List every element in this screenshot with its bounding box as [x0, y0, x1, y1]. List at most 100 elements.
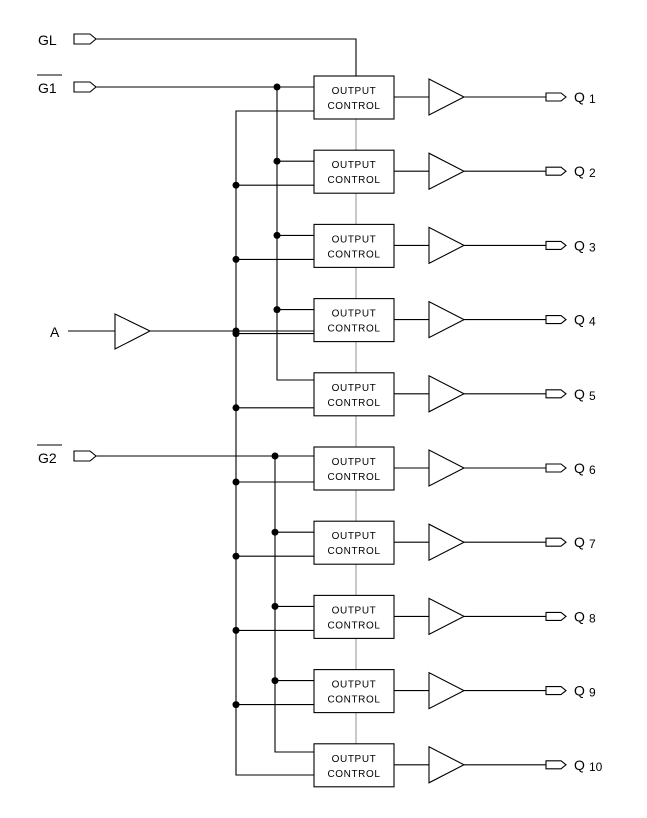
output-pin-4	[545, 315, 567, 325]
output-label-1: Q	[574, 89, 585, 105]
g2-pin	[73, 450, 97, 462]
output-index-2: 2	[589, 166, 596, 180]
output-control-box-6	[313, 446, 395, 491]
gl-label: GL	[38, 32, 57, 48]
g1-pin	[73, 81, 97, 93]
data-junction-3	[232, 255, 240, 263]
output-control-label-6: OUTPUT	[332, 457, 377, 468]
output-control-box-9	[313, 669, 395, 714]
output-control-label-1-line2: CONTROL	[327, 101, 380, 112]
output-label-3: Q	[574, 237, 585, 253]
enable-junction-8	[271, 602, 279, 610]
output-control-label-7-line2: CONTROL	[327, 546, 380, 557]
data-junction-4	[232, 330, 240, 338]
output-control-box-2	[313, 149, 395, 194]
output-index-8: 8	[589, 611, 596, 625]
output-label-2: Q	[574, 163, 585, 179]
output-control-box-5	[313, 372, 395, 417]
output-buffer-1	[428, 78, 466, 116]
g2-junction	[271, 452, 279, 460]
output-control-label-3-line2: CONTROL	[327, 249, 380, 260]
g1-bus	[276, 87, 314, 381]
output-index-6: 6	[589, 463, 596, 477]
output-control-box-10	[313, 743, 395, 788]
output-label-4: Q	[574, 312, 585, 328]
output-buffer-6	[428, 449, 466, 487]
output-buffer-5	[428, 374, 466, 413]
output-control-label-2: OUTPUT	[332, 160, 377, 171]
data-junction-5	[232, 404, 240, 412]
output-index-5: 5	[589, 389, 596, 403]
enable-junction-3	[273, 231, 281, 239]
output-control-label-4: OUTPUT	[332, 309, 377, 320]
output-pin-2	[545, 166, 567, 176]
output-control-label-7: OUTPUT	[332, 531, 377, 542]
output-buffer-4	[428, 300, 466, 339]
output-pin-8	[545, 611, 567, 621]
output-buffer-7	[428, 523, 466, 562]
output-control-label-10: OUTPUT	[332, 754, 377, 765]
output-control-box-7	[313, 520, 395, 565]
output-control-box-3	[313, 223, 395, 268]
input-buffer	[114, 313, 152, 350]
output-index-10: 10	[589, 760, 603, 774]
output-control-label-8: OUTPUT	[332, 605, 377, 616]
enable-junction-7	[271, 528, 279, 536]
output-buffer-8	[428, 597, 466, 636]
output-label-6: Q	[574, 460, 585, 476]
g1-junction	[273, 83, 281, 91]
enable-junction-2	[273, 157, 281, 165]
output-pin-6	[545, 463, 567, 473]
output-control-label-8-line2: CONTROL	[327, 620, 380, 631]
g2-label: G2	[38, 450, 57, 466]
enable-junction-4	[273, 306, 281, 314]
output-control-label-3: OUTPUT	[332, 234, 377, 245]
output-control-label-4-line2: CONTROL	[327, 324, 380, 335]
gl-pin	[73, 33, 97, 45]
output-control-label-5: OUTPUT	[332, 383, 377, 394]
output-control-box-1	[313, 75, 395, 120]
output-index-4: 4	[589, 315, 596, 329]
output-index-7: 7	[589, 537, 596, 551]
output-pin-3	[545, 240, 567, 250]
output-label-9: Q	[574, 683, 585, 699]
output-control-label-2-line2: CONTROL	[327, 175, 380, 186]
output-label-7: Q	[574, 534, 585, 550]
output-pin-1	[545, 92, 567, 102]
output-pin-7	[545, 537, 567, 547]
output-index-1: 1	[589, 92, 596, 106]
output-pin-5	[545, 389, 567, 399]
g1-label: G1	[38, 80, 57, 96]
static-inputs: GL G1 G2 A	[37, 32, 357, 776]
output-control-label-6-line2: CONTROL	[327, 472, 380, 483]
data-junction-6	[232, 478, 240, 486]
output-label-5: Q	[574, 386, 585, 402]
g2-bus	[274, 456, 314, 753]
output-buffer-9	[428, 671, 466, 710]
data-junction-8	[232, 626, 240, 634]
output-buffer-3	[428, 226, 466, 265]
output-control-label-9: OUTPUT	[332, 680, 377, 691]
output-control-box-4	[313, 298, 395, 343]
output-index-9: 9	[589, 686, 596, 700]
output-buffer-2	[428, 152, 466, 191]
output-label-8: Q	[574, 608, 585, 624]
output-control-label-10-line2: CONTROL	[327, 769, 380, 780]
output-index-3: 3	[589, 240, 596, 254]
output-control-box-8	[313, 594, 395, 639]
a-bus	[235, 110, 314, 776]
data-junction-2	[232, 181, 240, 189]
enable-junction-9	[271, 677, 279, 685]
gl-wire	[96, 38, 357, 76]
data-junction-7	[232, 552, 240, 560]
output-control-label-5-line2: CONTROL	[327, 398, 380, 409]
a-label: A	[50, 324, 60, 340]
output-pin-9	[545, 686, 567, 696]
output-pin-10	[545, 760, 567, 770]
data-junction-9	[232, 701, 240, 709]
output-control-label-1: OUTPUT	[332, 86, 377, 97]
output-buffer-10	[428, 745, 466, 784]
output-control-label-9-line2: CONTROL	[327, 695, 380, 706]
